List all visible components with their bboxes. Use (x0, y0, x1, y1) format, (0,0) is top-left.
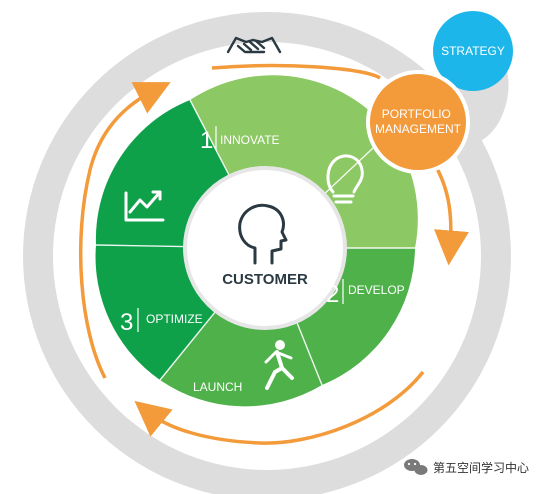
stage-1-number: 1 (200, 127, 213, 154)
left-arrow (78, 82, 171, 379)
strategy-label: STRATEGY (441, 44, 505, 58)
stage-3-label: OPTIMIZE (146, 312, 203, 326)
wechat-icon (404, 459, 428, 475)
watermark: 第五空间学习中心 (404, 459, 529, 475)
head-icon (238, 203, 288, 265)
handshake-icon (226, 36, 282, 54)
stage-3-number: 3 (120, 309, 133, 336)
portfolio-label: PORTFOLIO MANAGEMENT (375, 107, 462, 136)
customer-circle (183, 166, 347, 330)
watermark-text: 第五空间学习中心 (433, 460, 529, 475)
innovate-segment (190, 75, 390, 248)
strategy-circle (433, 11, 513, 91)
bottom-arrow (134, 370, 425, 445)
top-arrow (211, 63, 381, 80)
launch-label: LAUNCH (193, 380, 242, 394)
running-person-icon (264, 340, 294, 390)
stage-2-label: DEVELOP (348, 283, 405, 297)
portfolio-circle (370, 74, 466, 170)
chart-up-icon (124, 190, 165, 222)
stage-2-number: 2 (326, 281, 339, 308)
lightbulb-icon (326, 154, 364, 204)
stage-1-label: INNOVATE (220, 133, 280, 147)
center-label: CUSTOMER (222, 271, 308, 288)
